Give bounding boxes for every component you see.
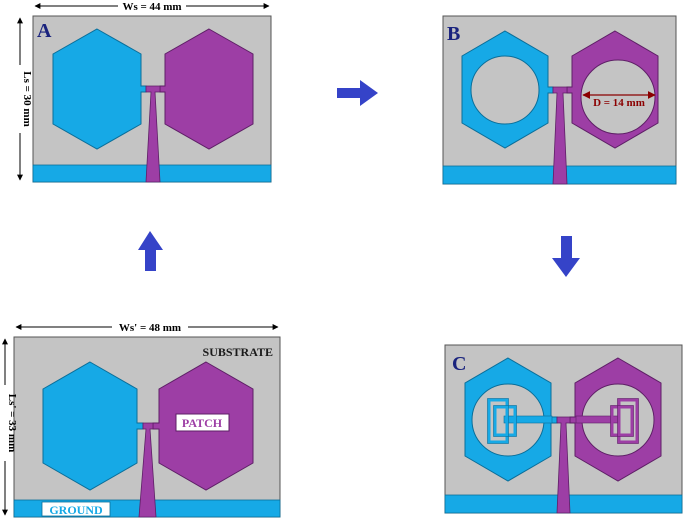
ls-prime-dimension-label: Ls' = 33 mm (6, 394, 18, 453)
feed-line (556, 416, 571, 514)
ws-prime-dimension-label: Ws' = 48 mm (119, 322, 181, 334)
feed-line (145, 85, 161, 183)
cyan-hexagon-patch (42, 361, 144, 491)
cyan-split-ring-resonator (487, 398, 517, 444)
feed-line (552, 86, 568, 185)
panel-c: C (444, 344, 683, 514)
cyan-hexagon-patch (52, 28, 147, 150)
substrate-label: SUBSTRATE (203, 345, 273, 359)
ground-label-box (41, 501, 111, 517)
panel-b: B D = 14 mm (442, 15, 677, 185)
cyan-stub (503, 415, 553, 424)
arrow-down (552, 236, 580, 277)
cyan-circular-slot (470, 55, 540, 125)
ground-label: GROUND (49, 503, 103, 517)
panel-label-b: B (447, 23, 460, 45)
magenta-split-ring-resonator (610, 398, 639, 444)
ls-dimension-label: Ls = 30 mm (21, 71, 33, 126)
patch-label-box (175, 413, 230, 432)
panel-d: Ws' = 48 mm Ls' = 33 mm SUBSTRATE PATCH … (0, 321, 281, 518)
diameter-label: D = 14 mm (593, 97, 645, 109)
feed-line (138, 422, 157, 518)
patch-label: PATCH (182, 416, 223, 430)
magenta-hexagon-patch (159, 28, 254, 150)
arrow-up (138, 231, 163, 271)
panel-label-c: C (452, 353, 466, 375)
panel-a: A Ws = 44 mm Ls = 30 mm (14, 0, 272, 183)
ws-dimension-label: Ws = 44 mm (122, 1, 181, 13)
panel-label-a: A (37, 20, 52, 42)
arrow-right (337, 80, 378, 106)
